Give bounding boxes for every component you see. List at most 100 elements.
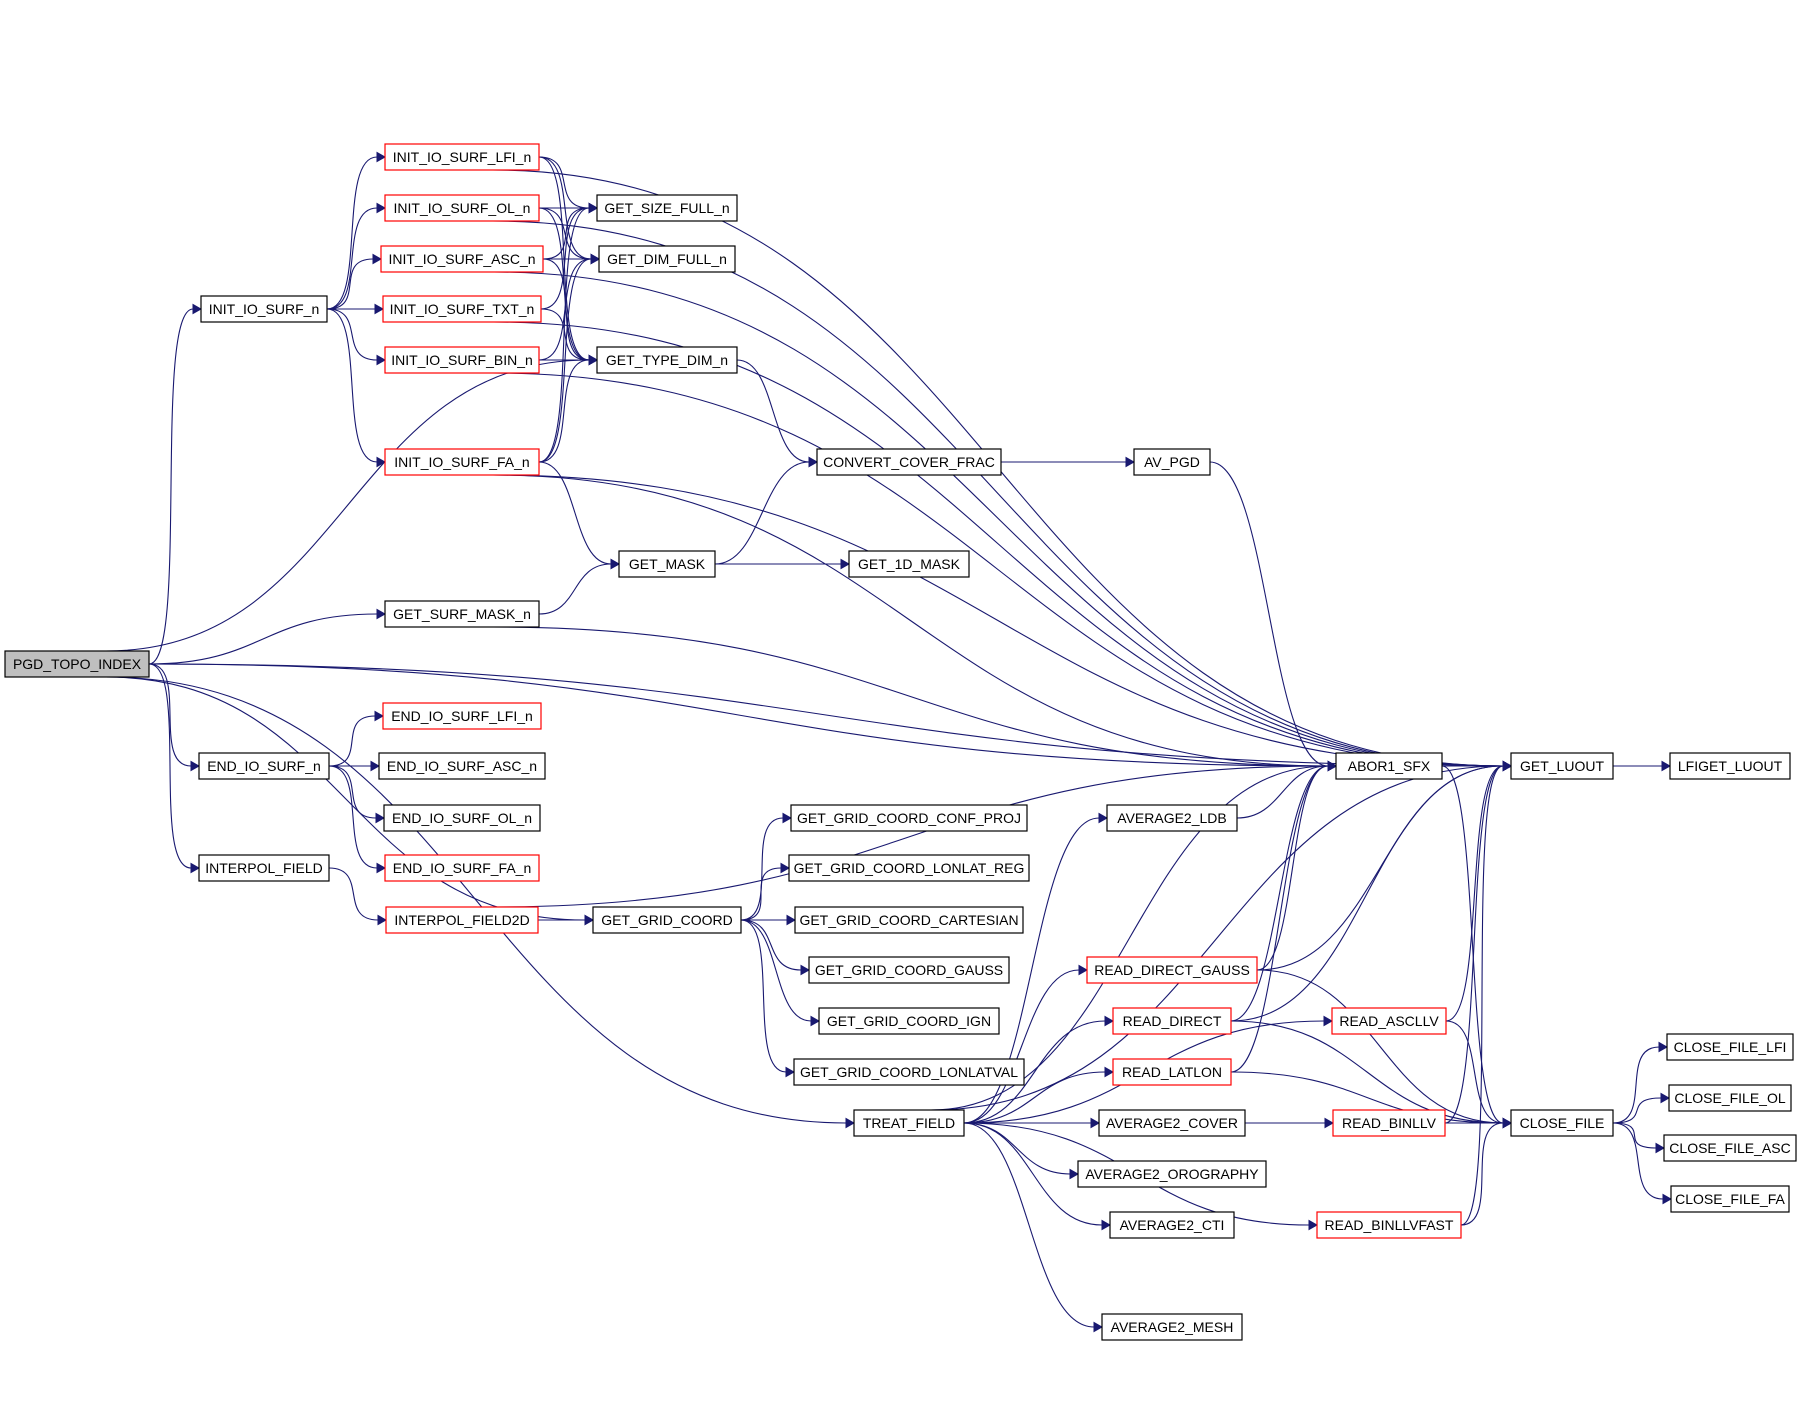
node-init-io-surf-n[interactable]: INIT_IO_SURF_n (200, 295, 328, 323)
node-get-grid-coord[interactable]: GET_GRID_COORD (592, 906, 742, 934)
node-average2-cover[interactable]: AVERAGE2_COVER (1098, 1109, 1246, 1137)
arrowhead-icon (808, 456, 819, 468)
node-init-io-surf-lfi-n[interactable]: INIT_IO_SURF_LFI_n (384, 143, 540, 171)
arrowhead-icon (800, 964, 811, 976)
node-box (1663, 1134, 1797, 1162)
node-average2-mesh[interactable]: AVERAGE2_MESH (1101, 1313, 1243, 1341)
node-close-file-lfi[interactable]: CLOSE_FILE_LFI (1666, 1033, 1794, 1061)
node-box (1316, 1211, 1462, 1239)
edge-treat_field-to-average2_orography (963, 1122, 1071, 1175)
node-label: GET_MASK (629, 556, 706, 572)
node-read-latlon[interactable]: READ_LATLON (1112, 1058, 1232, 1086)
node-box (596, 346, 738, 374)
node-label: END_IO_SURF_ASC_n (387, 758, 537, 774)
edge-pgd_topo_index-to-get_type_dim_n (105, 359, 590, 652)
edges-layer (105, 151, 1673, 1333)
node-init-io-surf-bin-n[interactable]: INIT_IO_SURF_BIN_n (384, 346, 540, 374)
node-get-size-full-n[interactable]: GET_SIZE_FULL_n (596, 194, 738, 222)
node-get-grid-coord-lonlatval[interactable]: GET_GRID_COORD_LONLATVAL (793, 1058, 1025, 1086)
node-close-file[interactable]: CLOSE_FILE (1510, 1109, 1614, 1137)
node-box (385, 906, 539, 934)
node-box (384, 346, 540, 374)
arrowhead-icon (377, 914, 388, 926)
node-box (592, 906, 742, 934)
node-box (382, 295, 542, 323)
node-read-binllv[interactable]: READ_BINLLV (1332, 1109, 1446, 1137)
node-box (384, 448, 540, 476)
node-get-grid-coord-ign[interactable]: GET_GRID_COORD_IGN (818, 1007, 1000, 1035)
node-label: GET_SIZE_FULL_n (604, 200, 729, 216)
node-label: READ_LATLON (1122, 1064, 1222, 1080)
node-close-file-fa[interactable]: CLOSE_FILE_FA (1670, 1185, 1790, 1213)
node-average2-orography[interactable]: AVERAGE2_OROGRAPHY (1077, 1160, 1267, 1188)
node-average2-ldb[interactable]: AVERAGE2_LDB (1106, 804, 1238, 832)
node-label: CLOSE_FILE_OL (1674, 1090, 1785, 1106)
node-read-direct[interactable]: READ_DIRECT (1112, 1007, 1232, 1035)
edge-init_io_surf_asc_n-to-get_type_dim_n (542, 258, 590, 361)
arrowhead-icon (584, 914, 595, 926)
edge-treat_field-to-average2_mesh (963, 1122, 1095, 1328)
edge-read_direct-to-close_file (1230, 1020, 1504, 1124)
node-read-ascllv[interactable]: READ_ASCLLV (1331, 1007, 1447, 1035)
node-label: LFIGET_LUOUT (1678, 758, 1783, 774)
node-box (818, 1007, 1000, 1035)
arrowhead-icon (374, 303, 385, 315)
node-label: GET_SURF_MASK_n (393, 606, 531, 622)
node-av-pgd[interactable]: AV_PGD (1133, 448, 1211, 476)
node-label: PGD_TOPO_INDEX (13, 656, 142, 672)
arrowhead-icon (1327, 760, 1338, 772)
node-get-grid-coord-cartesian[interactable]: GET_GRID_COORD_CARTESIAN (794, 906, 1024, 934)
node-box (382, 702, 542, 730)
node-init-io-surf-fa-n[interactable]: INIT_IO_SURF_FA_n (384, 448, 540, 476)
edge-init_io_surf_asc_n-to-get_luout (494, 271, 1504, 767)
edge-get_type_dim_n-to-convert_cover_frac (736, 359, 810, 463)
node-average2-cti[interactable]: AVERAGE2_CTI (1109, 1211, 1235, 1239)
node-box (816, 448, 1002, 476)
node-box (788, 854, 1030, 882)
node-end-io-surf-asc-n[interactable]: END_IO_SURF_ASC_n (378, 752, 546, 780)
node-get-grid-coord-gauss[interactable]: GET_GRID_COORD_GAUSS (808, 956, 1010, 984)
node-get-dim-full-n[interactable]: GET_DIM_FULL_n (598, 245, 736, 273)
node-get-mask[interactable]: GET_MASK (618, 550, 716, 578)
edge-close_file-to-close_file_fa (1612, 1122, 1664, 1200)
node-read-direct-gauss[interactable]: READ_DIRECT_GAUSS (1086, 956, 1258, 984)
node-abor1-sfx[interactable]: ABOR1_SFX (1335, 752, 1443, 780)
arrowhead-icon (1323, 1015, 1334, 1027)
node-get-grid-coord-lonlat-reg[interactable]: GET_GRID_COORD_LONLAT_REG (788, 854, 1030, 882)
edge-treat_field-to-average2_ldb (963, 817, 1100, 1124)
node-end-io-surf-fa-n[interactable]: END_IO_SURF_FA_n (384, 854, 540, 882)
edge-read_direct-to-get_luout (1230, 765, 1504, 1022)
edge-init_io_surf_fa_n-to-get_luout (492, 474, 1504, 767)
node-end-io-surf-n[interactable]: END_IO_SURF_n (198, 752, 330, 780)
node-box (4, 650, 150, 678)
node-label: INIT_IO_SURF_OL_n (394, 200, 531, 216)
arrowhead-icon (1093, 1321, 1104, 1333)
node-init-io-surf-asc-n[interactable]: INIT_IO_SURF_ASC_n (380, 245, 544, 273)
node-read-binllvfast[interactable]: READ_BINLLVFAST (1316, 1211, 1462, 1239)
node-label: GET_GRID_COORD_LONLATVAL (800, 1064, 1018, 1080)
node-treat-field[interactable]: TREAT_FIELD (853, 1109, 965, 1137)
edge-pgd_topo_index-to-interpol_field (148, 663, 192, 869)
node-init-io-surf-txt-n[interactable]: INIT_IO_SURF_TXT_n (382, 295, 542, 323)
node-close-file-asc[interactable]: CLOSE_FILE_ASC (1663, 1134, 1797, 1162)
node-close-file-ol[interactable]: CLOSE_FILE_OL (1668, 1084, 1792, 1112)
node-init-io-surf-ol-n[interactable]: INIT_IO_SURF_OL_n (384, 194, 540, 222)
node-lfiget-luout[interactable]: LFIGET_LUOUT (1669, 752, 1791, 780)
node-interpol-field[interactable]: INTERPOL_FIELD (198, 854, 330, 882)
arrowhead-icon (1125, 456, 1136, 468)
node-end-io-surf-lfi-n[interactable]: END_IO_SURF_LFI_n (382, 702, 542, 730)
node-box (1666, 1033, 1794, 1061)
node-box (808, 956, 1010, 984)
node-get-1d-mask[interactable]: GET_1D_MASK (848, 550, 970, 578)
node-get-luout[interactable]: GET_LUOUT (1510, 752, 1614, 780)
arrowhead-icon (376, 354, 387, 366)
node-interpol-field2d[interactable]: INTERPOL_FIELD2D (385, 906, 539, 934)
node-get-surf-mask-n[interactable]: GET_SURF_MASK_n (384, 600, 540, 628)
node-get-type-dim-n[interactable]: GET_TYPE_DIM_n (596, 346, 738, 374)
node-convert-cover-frac[interactable]: CONVERT_COVER_FRAC (816, 448, 1002, 476)
node-pgd-topo-index[interactable]: PGD_TOPO_INDEX (4, 650, 150, 678)
node-box (598, 245, 736, 273)
node-get-grid-coord-conf-proj[interactable]: GET_GRID_COORD_CONF_PROJ (790, 804, 1028, 832)
node-end-io-surf-ol-n[interactable]: END_IO_SURF_OL_n (383, 804, 541, 832)
edge-interpol_field2d-to-abor1_sfx (492, 765, 1329, 908)
